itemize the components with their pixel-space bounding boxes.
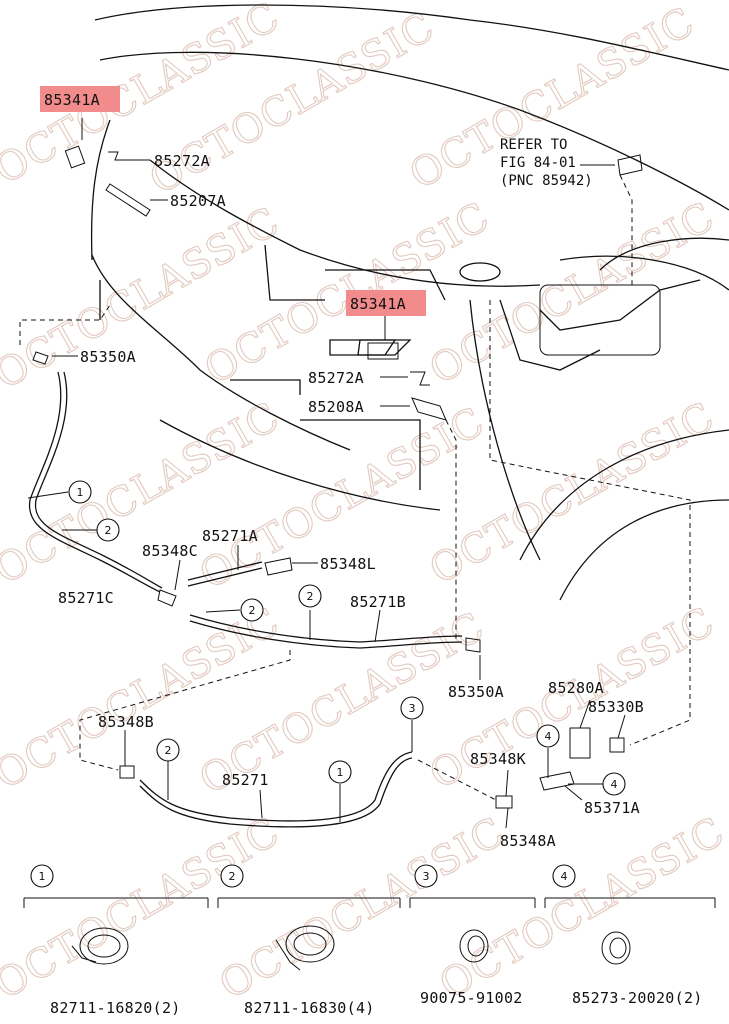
clip-85272a-mid [410, 371, 430, 386]
label-85341a-top[interactable]: 85341A [44, 91, 100, 109]
hose-85271c-parallel [34, 371, 163, 589]
refer-note-line-2: FIG 84-01 [500, 155, 576, 171]
clamp-82711-16830 [275, 925, 335, 971]
callout-2: 2 [307, 590, 314, 603]
joint-85348c [157, 589, 177, 607]
label-85348a[interactable]: 85348A [500, 832, 556, 850]
nozzle-85207a [105, 183, 151, 217]
label-85330b[interactable]: 85330B [588, 698, 644, 716]
label-85348b[interactable]: 85348B [98, 713, 154, 731]
callout-4: 4 [611, 778, 618, 791]
label-85271b[interactable]: 85271B [350, 593, 406, 611]
cap-85341a-top [64, 145, 86, 169]
pump-85280a [569, 727, 591, 759]
grommet-85330b [609, 737, 625, 753]
legend-part-2[interactable]: 82711-16830(4) [244, 999, 375, 1017]
highlight-85341a-top [40, 86, 120, 112]
joint-85348l [264, 557, 293, 576]
legend-num-2: 2 [229, 870, 236, 883]
reservoir [539, 284, 661, 356]
refer-note: REFER TO FIG 84-01 (PNC 85942) [500, 137, 593, 189]
check-valve-85371a [539, 771, 575, 791]
refer-note-line-3: (PNC 85942) [500, 173, 593, 189]
callout-1: 1 [337, 766, 344, 779]
label-85348l[interactable]: 85348L [320, 555, 376, 573]
callout-4: 4 [545, 730, 552, 743]
reservoir-cap-connector [617, 154, 643, 176]
joint-85350a-left [32, 351, 49, 365]
label-85271c[interactable]: 85271C [58, 589, 114, 607]
hose-85271a-parallel [187, 561, 263, 581]
callout-2: 2 [105, 524, 112, 537]
joint-85348b [119, 765, 135, 779]
highlight-85341a-mid [346, 290, 426, 316]
hose-85271a [187, 567, 263, 587]
joint-85350a-right [465, 637, 481, 653]
callout-3: 3 [409, 702, 416, 715]
clip-85272a-top [108, 151, 121, 161]
washer-parts [32, 145, 661, 809]
label-85348k[interactable]: 85348K [470, 750, 526, 768]
clamp-90075-91002 [459, 929, 489, 963]
vehicle-body-outline [90, 4, 729, 601]
legend-num-1: 1 [39, 870, 46, 883]
hose-85271-parallel [139, 757, 413, 828]
label-85350a-left[interactable]: 85350A [80, 348, 136, 366]
label-85271[interactable]: 85271 [222, 771, 269, 789]
legend-part-3[interactable]: 90075-91002 [420, 989, 523, 1007]
watermark: OCTOCLASSIC [142, 4, 443, 204]
hoses [28, 371, 463, 828]
label-85272a-top[interactable]: 85272A [154, 152, 210, 170]
hose-85271b-parallel [189, 620, 463, 649]
callout-2: 2 [249, 604, 256, 617]
label-85348c[interactable]: 85348C [142, 542, 198, 560]
callout-1: 1 [77, 486, 84, 499]
leader-lines [19, 118, 691, 829]
label-85371a[interactable]: 85371A [584, 799, 640, 817]
clip-85273-20020 [601, 931, 631, 965]
hose-85271b [189, 614, 463, 643]
hose-85271 [139, 751, 413, 822]
part-labels: 85341A 85272A 85207A 85341A 85350A 85272… [44, 91, 644, 850]
callouts: 1 2 2 2 2 1 3 4 4 [68, 480, 626, 796]
legend-num-4: 4 [561, 870, 568, 883]
legend-part-1[interactable]: 82711-16820(2) [50, 999, 181, 1017]
callout-2: 2 [165, 744, 172, 757]
clamp-82711-16820 [71, 927, 129, 965]
label-85280a[interactable]: 85280A [548, 679, 604, 697]
label-85272a-mid[interactable]: 85272A [308, 369, 364, 387]
label-85271a[interactable]: 85271A [202, 527, 258, 545]
label-85208a[interactable]: 85208A [308, 398, 364, 416]
label-85350a-right[interactable]: 85350A [448, 683, 504, 701]
legend-part-4[interactable]: 85273-20020(2) [572, 989, 703, 1007]
hose-85271c [28, 371, 161, 593]
label-85341a-mid[interactable]: 85341A [350, 295, 406, 313]
joint-85348k [495, 795, 513, 809]
legend-num-3: 3 [423, 870, 430, 883]
label-85207a[interactable]: 85207A [170, 192, 226, 210]
legend: 1 2 3 4 82711-16820(2) 82711-16830(4) 90… [23, 864, 716, 1017]
refer-note-line-1: REFER TO [500, 137, 567, 153]
cap-85341a-mid [367, 342, 399, 360]
